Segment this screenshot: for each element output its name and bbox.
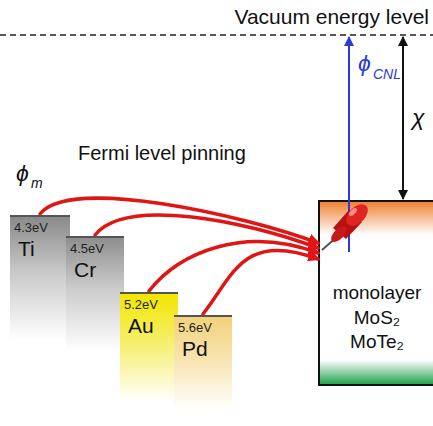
label-text: ϕ (16, 160, 29, 186)
metal-symbol: Cr (66, 256, 124, 282)
work-function-value: 5.6eV (174, 317, 232, 335)
semiconductor-box: monolayer MoS₂ MoTe₂ (319, 201, 433, 385)
valence-band (319, 360, 433, 385)
label-text: ϕ (358, 50, 371, 76)
work-function-value: 4.3eV (10, 217, 70, 235)
label-text: χ (412, 104, 425, 130)
metal-block: 4.5eVCr (66, 236, 124, 351)
metal-block: 4.3eVTi (10, 215, 70, 340)
pin-highlight (348, 207, 359, 218)
label-text: m (31, 175, 43, 191)
label-text: CNL (373, 66, 401, 82)
pinning-arrow (203, 250, 318, 314)
metal-block: 5.2eVAu (120, 292, 178, 402)
vacuum-level-line (0, 34, 433, 36)
work-function-value: 4.5eV (66, 238, 124, 256)
electron-affinity-arrow (402, 37, 404, 199)
label-text: Fermi level pinning (78, 142, 246, 165)
metal-block: 5.6eVPd (174, 315, 232, 410)
label-text: Vacuum energy level (234, 5, 429, 29)
metal-symbol: Au (120, 312, 178, 338)
work-function-value: 5.2eV (120, 294, 178, 312)
pinning-arrow (149, 242, 318, 291)
semiconductor-outline (319, 201, 433, 385)
pin-base (328, 223, 349, 244)
pushpin (322, 200, 372, 250)
metal-symbol: Ti (10, 235, 70, 261)
metal-symbol: Pd (174, 335, 232, 361)
material-text: monolayer MoS₂ MoTe₂ (327, 281, 427, 355)
pin-head (342, 200, 372, 230)
